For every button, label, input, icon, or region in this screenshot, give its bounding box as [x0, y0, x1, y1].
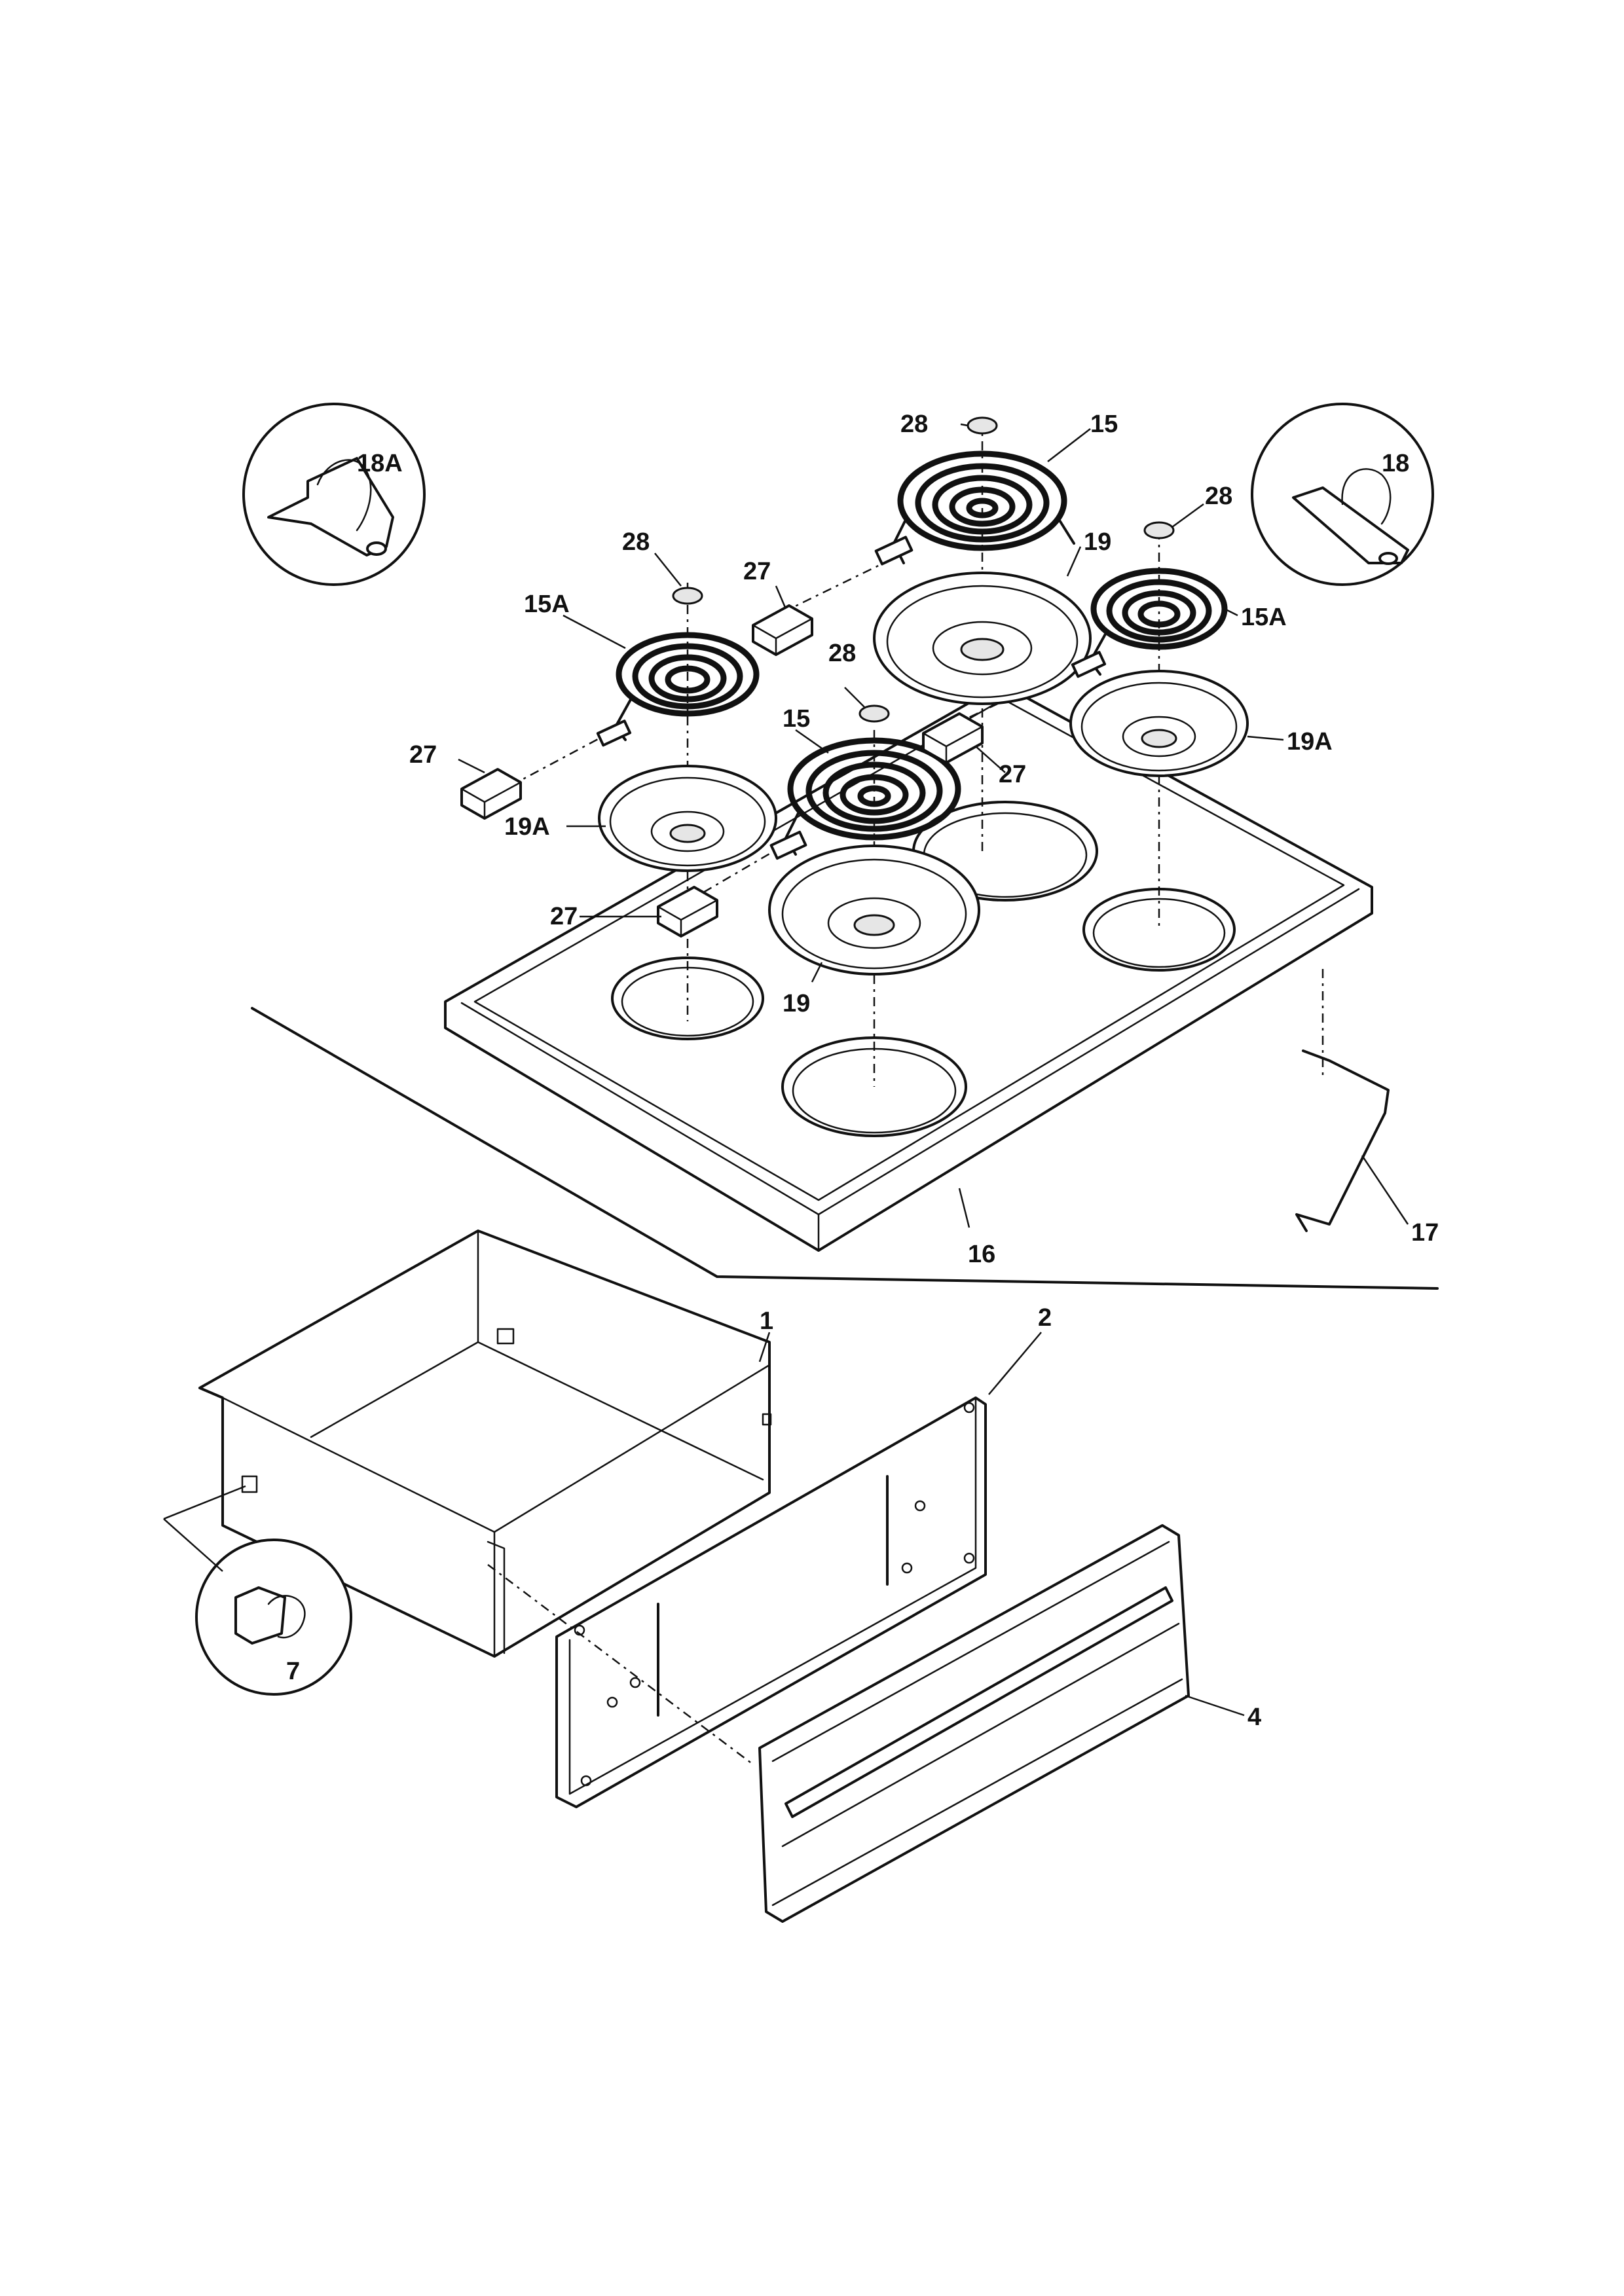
callout-15a-right: 15A	[1241, 604, 1287, 631]
detail-circle-18	[1251, 403, 1434, 586]
surface-element-15-top	[874, 450, 1075, 566]
callout-28-a: 28	[900, 410, 928, 438]
terminal-block	[752, 604, 813, 656]
terminal-block	[922, 712, 984, 764]
leader-lines	[458, 423, 1409, 1717]
callout-17: 17	[1411, 1219, 1439, 1247]
terminal-block	[657, 886, 718, 938]
drip-bowl-19a-left	[598, 765, 777, 872]
support-rod-17	[1295, 1049, 1390, 1232]
element-ring-28	[1143, 521, 1175, 539]
detail-circle-18a	[242, 403, 426, 586]
callout-28-c: 28	[1205, 483, 1232, 510]
callout-2: 2	[1038, 1304, 1052, 1332]
drawer-handle-panel	[758, 1524, 1190, 1923]
detail-circle-7	[163, 1485, 352, 1696]
terminal-block	[460, 768, 522, 820]
section-divider-line	[251, 1007, 1439, 1290]
callout-18a: 18A	[357, 450, 403, 477]
drip-bowl-19-top	[873, 572, 1092, 705]
callout-7: 7	[286, 1658, 300, 1685]
callout-19-top: 19	[1084, 528, 1111, 556]
callout-19-bottom: 19	[783, 990, 810, 1017]
callout-15a-left: 15A	[524, 591, 570, 618]
element-ring-28	[858, 704, 890, 723]
element-ring-28	[967, 416, 998, 435]
callout-18: 18	[1382, 450, 1409, 477]
surface-element-15a-right	[1071, 568, 1228, 678]
callout-1: 1	[760, 1307, 773, 1335]
drip-bowl-19-bottom	[768, 845, 980, 975]
callout-27-b: 27	[409, 741, 437, 769]
callout-16: 16	[968, 1241, 995, 1268]
callout-19a-left: 19A	[504, 813, 550, 841]
element-ring-28	[672, 587, 703, 605]
callout-19a-right: 19A	[1287, 728, 1333, 756]
callout-28-b: 28	[622, 528, 650, 556]
drawer-body	[198, 1230, 772, 1658]
drawer-front-panel	[555, 1396, 987, 1808]
callout-27-c: 27	[999, 761, 1026, 788]
callout-28-d: 28	[828, 640, 856, 667]
callout-27-d: 27	[550, 903, 578, 930]
cooktop-opening	[1082, 888, 1236, 972]
drip-bowl-19a-right	[1069, 670, 1249, 777]
surface-element-15a-left	[596, 632, 760, 747]
callout-15-top: 15	[1090, 410, 1118, 438]
surface-element-15-middle	[769, 737, 961, 860]
callout-15-middle: 15	[783, 705, 810, 733]
callout-27-a: 27	[743, 558, 771, 585]
callout-4: 4	[1247, 1704, 1261, 1731]
